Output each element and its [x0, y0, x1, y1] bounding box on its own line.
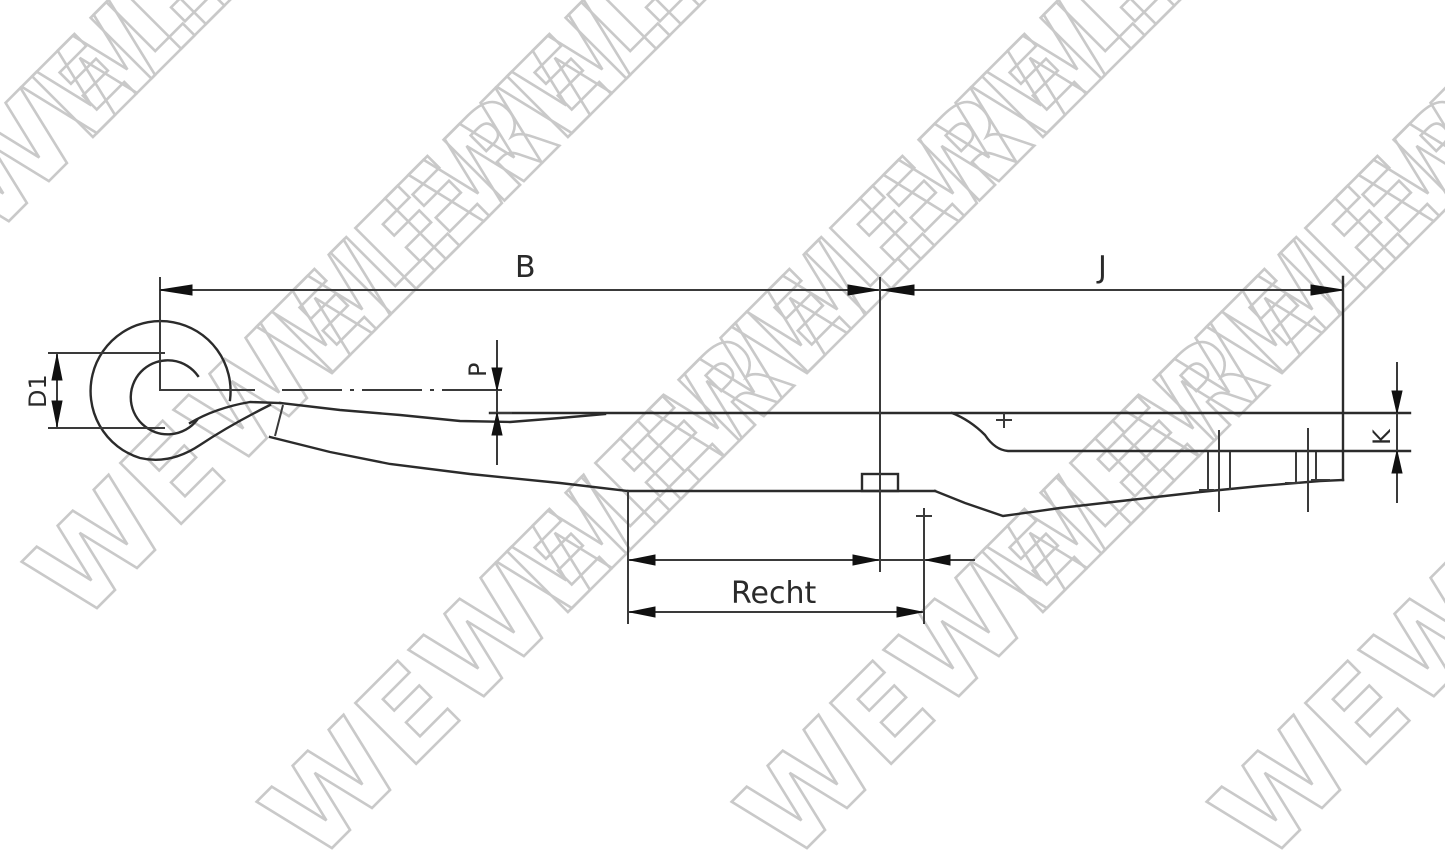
label-recht: Recht: [731, 576, 816, 611]
dimension-b-j: B J: [159, 250, 1344, 296]
dimension-recht: Recht: [627, 491, 975, 624]
label-d1: D1: [24, 374, 52, 408]
label-j: J: [1096, 250, 1107, 285]
dimension-d1: D1: [24, 352, 165, 429]
label-k: K: [1368, 428, 1396, 445]
dimension-k: K: [1368, 362, 1403, 503]
label-b: B: [515, 250, 536, 285]
dimension-p: P: [464, 340, 512, 465]
spring-eye: [89, 277, 510, 461]
label-p: P: [464, 363, 492, 377]
leaf-profile: [268, 275, 1412, 523]
